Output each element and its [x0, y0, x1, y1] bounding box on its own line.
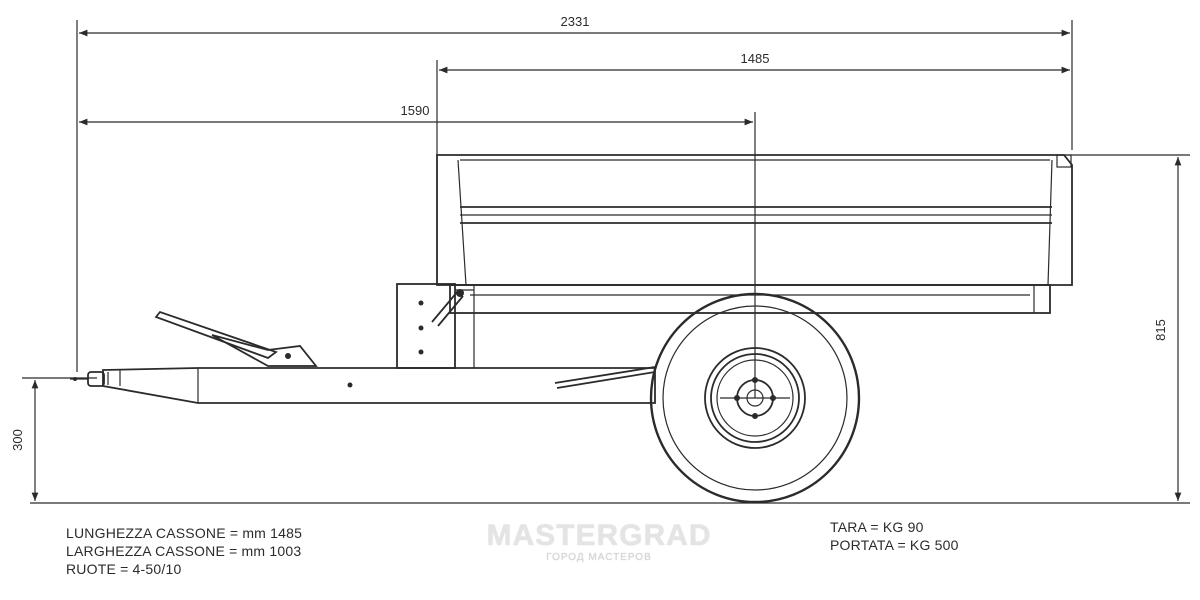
dimension-box-length-label: 1485 — [741, 51, 770, 66]
dimension-overall-length: 2331 — [79, 14, 1070, 37]
spec-tare: TARA = KG 90 — [830, 519, 924, 535]
extension-lines — [22, 20, 1190, 398]
dimension-hitch-to-axle: 1590 — [79, 103, 753, 126]
dimension-box-length: 1485 — [439, 51, 1070, 74]
specs-left: LUNGHEZZA CASSONE = mm 1485 LARGHEZZA CA… — [66, 524, 302, 578]
watermark-title: MASTERGRAD — [486, 519, 712, 552]
hitch-coupling — [70, 371, 105, 387]
tipping-bracket — [396, 283, 475, 369]
spec-payload: PORTATA = KG 500 — [830, 537, 959, 553]
chassis-drawbar — [102, 366, 656, 404]
support-stand — [154, 310, 318, 367]
dimension-overall-height: 815 — [1153, 157, 1182, 501]
dimension-hitch-to-axle-label: 1590 — [401, 103, 430, 118]
spec-box-width: LARGHEZZA CASSONE = mm 1003 — [66, 543, 302, 559]
wheel-tire — [649, 292, 861, 504]
dimension-hitch-height-label: 300 — [10, 429, 25, 451]
dimension-overall-length-label: 2331 — [561, 14, 590, 29]
cargo-box — [436, 154, 1073, 314]
dimension-overall-height-label: 815 — [1153, 319, 1168, 341]
specs-right: TARA = KG 90 PORTATA = KG 500 — [830, 518, 959, 554]
wheel — [649, 292, 861, 504]
watermark: MASTERGRAD ГОРОД МАСТЕРОВ — [468, 520, 730, 564]
wheel-rim — [704, 347, 806, 449]
spec-box-length: LUNGHEZZA CASSONE = mm 1485 — [66, 525, 303, 541]
spec-wheels: RUOTE = 4-50/10 — [66, 561, 182, 577]
dimension-hitch-height: 300 — [10, 380, 39, 501]
watermark-subtitle: ГОРОД МАСТЕРОВ — [546, 552, 652, 563]
